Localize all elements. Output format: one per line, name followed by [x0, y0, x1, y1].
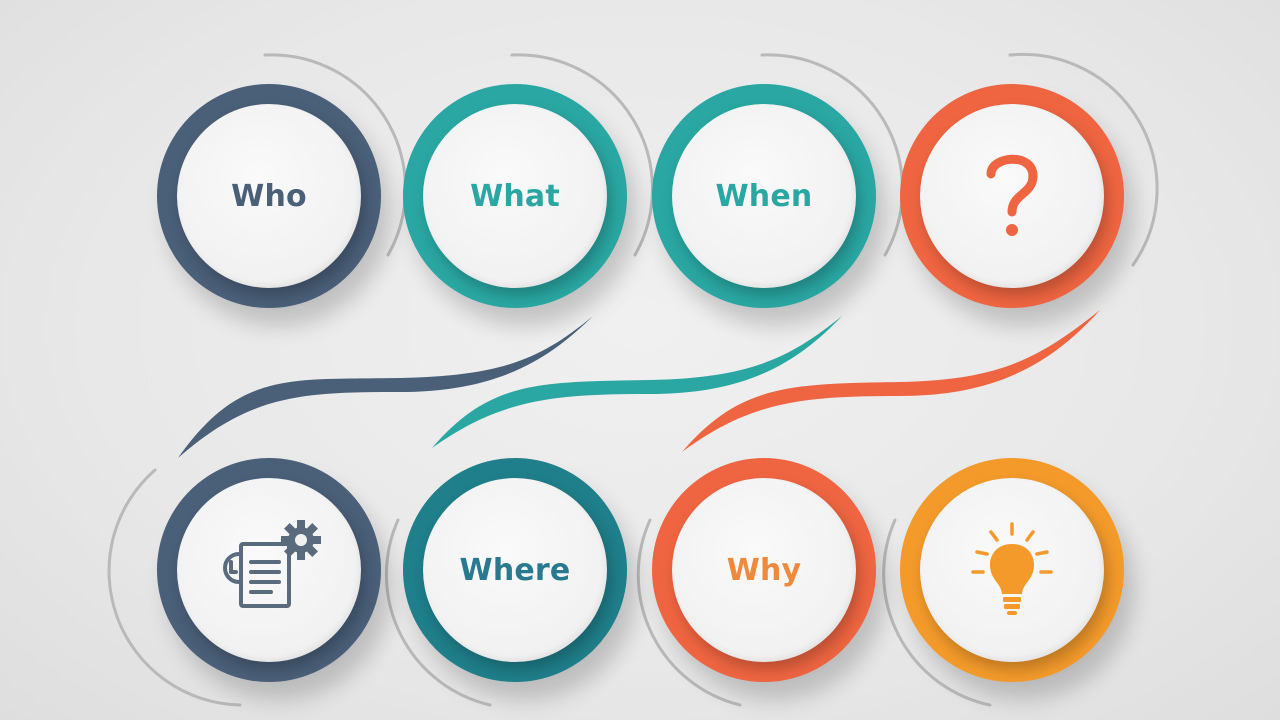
node-idea	[900, 458, 1124, 682]
document-gear-icon	[223, 520, 321, 608]
node-where: Where	[403, 458, 627, 682]
label-when: When	[715, 178, 813, 214]
node-how	[157, 458, 381, 682]
label-who: Who	[231, 178, 307, 214]
node-why: Why	[652, 458, 876, 682]
wave-2	[432, 316, 842, 448]
arc-why	[636, 518, 742, 707]
arc-how	[107, 468, 242, 707]
node-what: What	[403, 84, 627, 308]
node-who: Who	[157, 84, 381, 308]
arc-when	[760, 53, 904, 257]
label-where: Where	[459, 552, 571, 588]
question-mark-icon	[986, 154, 1038, 236]
label-what: What	[470, 178, 560, 214]
wave-3	[682, 310, 1100, 452]
arc-question	[1008, 52, 1159, 267]
arc-idea	[882, 518, 992, 707]
lightbulb-icon	[971, 522, 1053, 615]
node-question	[900, 84, 1124, 308]
wave-1	[178, 316, 593, 458]
arc-what	[510, 53, 654, 257]
label-why: Why	[726, 552, 802, 588]
arc-who	[263, 53, 407, 257]
node-when: When	[652, 84, 876, 308]
arc-where	[384, 518, 492, 707]
